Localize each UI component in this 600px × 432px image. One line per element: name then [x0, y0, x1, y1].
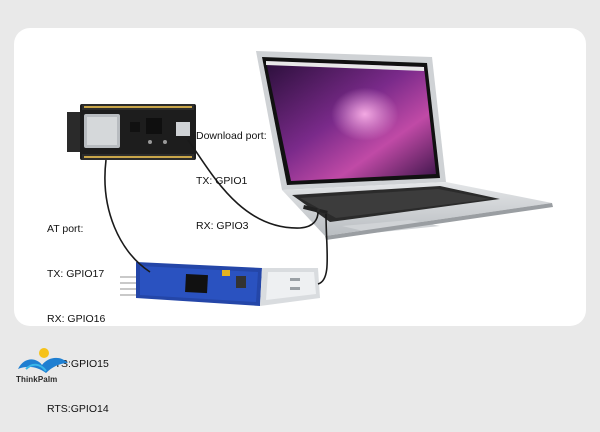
at-port-title: AT port:: [47, 223, 84, 235]
laptop-base: [282, 182, 553, 240]
brand-name: ThinkPalm: [16, 375, 58, 384]
header-pins: [84, 106, 192, 158]
usb-adapter: [120, 262, 320, 306]
at-port-tx: TX: GPIO17: [47, 268, 105, 280]
laptop: [256, 51, 553, 240]
cables: [104, 139, 329, 285]
download-port-tx: TX: GPIO1: [196, 175, 248, 187]
at-cable: [104, 159, 151, 273]
thinkpalm-logo-icon: [18, 348, 68, 373]
at-port-rts: RTS:GPIO14: [47, 403, 109, 415]
at-port-rx: RX: GPIO16: [47, 313, 106, 325]
download-cable: [187, 139, 319, 229]
download-port-label: Download port: TX: GPIO1 RX: GPIO3: [196, 99, 267, 249]
at-port-label: AT port: TX: GPIO17 RX: GPIO16 CTS:GPIO1…: [47, 192, 109, 432]
esp32-board: [67, 104, 196, 160]
download-port-title: Download port:: [196, 130, 267, 142]
download-port-rx: RX: GPIO3: [196, 220, 249, 232]
usb-cable: [317, 213, 329, 285]
laptop-lid: [256, 51, 446, 190]
connection-diagram: [67, 51, 553, 306]
